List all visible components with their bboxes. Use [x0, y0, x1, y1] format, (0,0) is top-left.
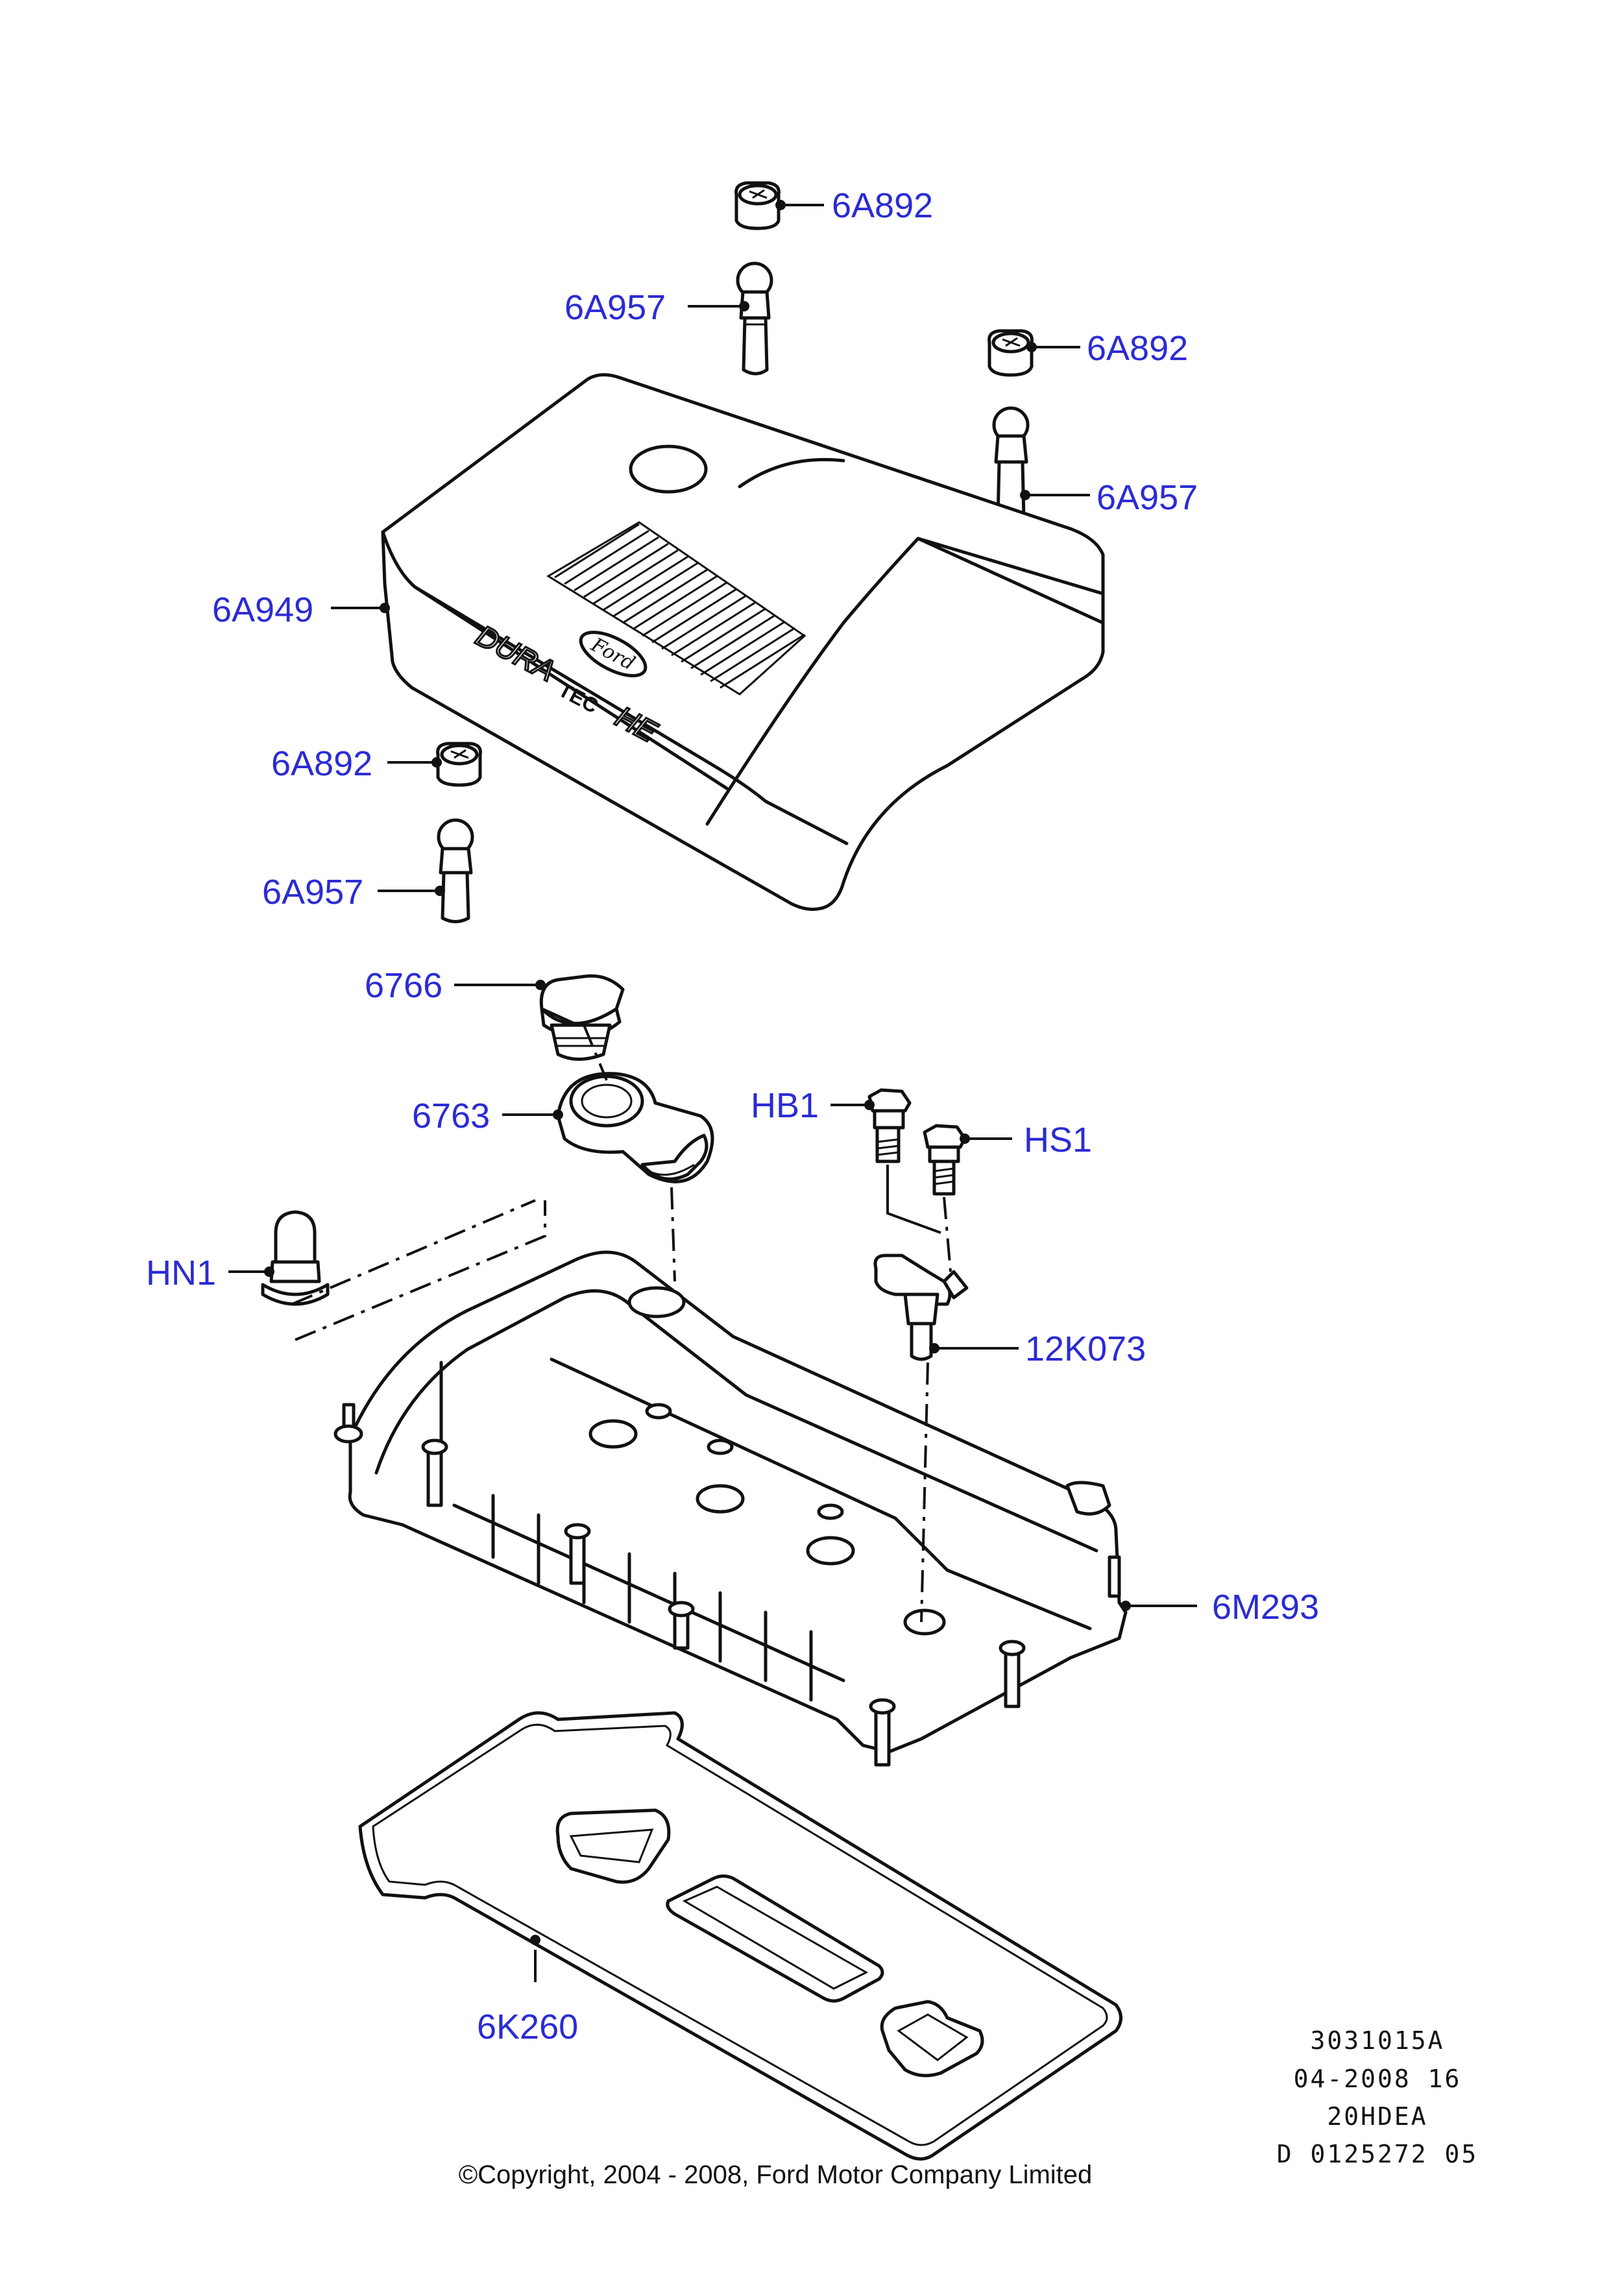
label-HN1: HN1: [146, 1254, 216, 1292]
engine-cover: Ford DURA TEC HE: [381, 373, 1105, 911]
cylinder-head-cover: [333, 1250, 1128, 1767]
oil-filler-cap: [539, 974, 625, 1061]
label-6A892-right: 6A892: [1087, 329, 1188, 368]
cover-stripes: [546, 521, 806, 696]
ford-logo-icon: [579, 631, 648, 677]
leader-lines: [228, 200, 1197, 1982]
label-6A957-left: 6A957: [262, 873, 363, 912]
stud-6A957-left: [437, 818, 474, 923]
ref-line-2: 04-2008 16: [1294, 2065, 1462, 2093]
alignment-lines: [291, 1024, 952, 1623]
bolt-HB1: [867, 1088, 912, 1163]
oil-filler-opening: [629, 444, 708, 494]
oil-filler-neck: [556, 1072, 714, 1183]
label-6A957-top: 6A957: [564, 288, 666, 327]
fastener-set-left: [436, 742, 482, 923]
part-labels: 6A892 6A957 6A892 6A957 6A949 6A892 6A95…: [146, 186, 1319, 2046]
grommet-6A892-top: [734, 181, 781, 230]
bolt-HS1: [923, 1124, 967, 1196]
ref-line-1: 3031015A: [1310, 2026, 1444, 2055]
cover-gasket: [358, 1711, 1122, 2161]
fastener-set-top: [734, 181, 781, 376]
label-6763: 6763: [412, 1097, 490, 1135]
label-6A892-left: 6A892: [271, 744, 372, 783]
nut-HN1: [261, 1210, 330, 1306]
stud-6A957-top: [736, 261, 773, 376]
copyright-notice: ©Copyright, 2004 - 2008, Ford Motor Comp…: [459, 2161, 1093, 2189]
grommet-6A892-right: [988, 329, 1034, 377]
label-6M293: 6M293: [1212, 1588, 1319, 1627]
camshaft-sensor: [873, 1254, 969, 1361]
label-6A892-top: 6A892: [832, 186, 933, 225]
grommet-6A892-left: [436, 742, 482, 787]
ref-line-3: 20HDEA: [1327, 2102, 1427, 2131]
label-HS1: HS1: [1024, 1121, 1092, 1159]
ref-line-4: D 0125272 05: [1277, 2140, 1479, 2168]
label-HB1: HB1: [751, 1086, 819, 1125]
label-6A949: 6A949: [212, 590, 313, 629]
reference-block: 3031015A 04-2008 16 20HDEA D 0125272 05: [1277, 2026, 1479, 2168]
label-12K073: 12K073: [1025, 1329, 1146, 1368]
label-6K260: 6K260: [477, 2007, 578, 2046]
label-6766: 6766: [365, 966, 442, 1005]
label-6A957-right: 6A957: [1097, 478, 1198, 517]
